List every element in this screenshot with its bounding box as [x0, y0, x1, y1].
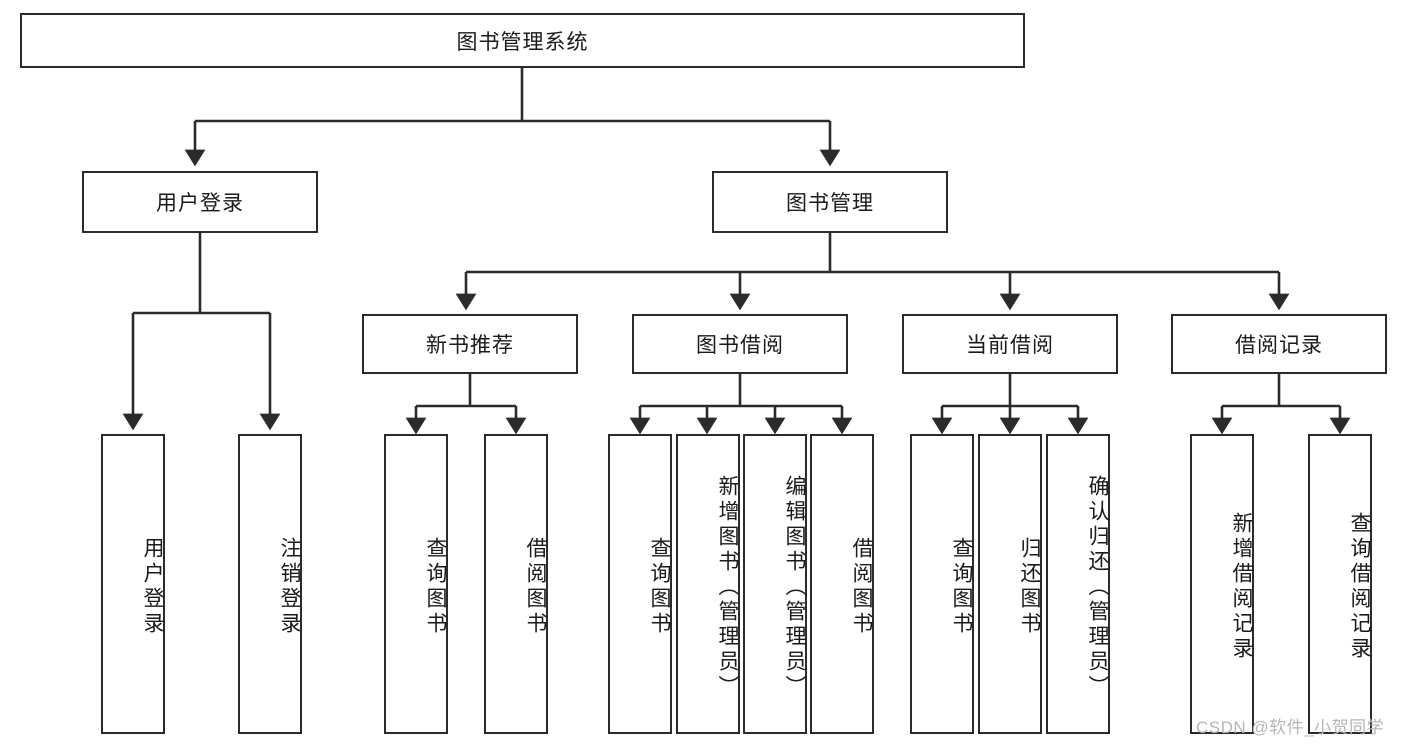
node-book-borrow[interactable]: 图书借阅: [632, 314, 848, 374]
leaf-label: 编辑图书（管理员）: [783, 474, 806, 700]
leaf-label: 用户登录: [141, 537, 164, 637]
leaf-label: 归还图书: [1018, 537, 1041, 637]
leaf-borrow-edit-book-admin[interactable]: 编辑图书（管理员）: [743, 434, 807, 734]
leaf-label: 借阅图书: [524, 537, 547, 637]
node-borrow-records[interactable]: 借阅记录: [1171, 314, 1387, 374]
leaf-current-query-book[interactable]: 查询图书: [910, 434, 974, 734]
node-current-borrow[interactable]: 当前借阅: [902, 314, 1118, 374]
node-new-book-recommend-label: 新书推荐: [426, 334, 514, 357]
leaf-current-confirm-return-admin[interactable]: 确认归还（管理员）: [1046, 434, 1110, 734]
node-book-borrow-label: 图书借阅: [696, 334, 784, 357]
leaf-label: 查询图书: [648, 537, 671, 637]
leaf-user-login-signout[interactable]: 注销登录: [238, 434, 302, 734]
csdn-watermark: CSDN @软件_小贺同学: [1196, 718, 1385, 737]
leaf-label: 确认归还（管理员）: [1086, 474, 1109, 700]
node-current-borrow-label: 当前借阅: [966, 334, 1054, 357]
leaf-user-login-signin[interactable]: 用户登录: [101, 434, 165, 734]
leaf-label: 查询图书: [950, 537, 973, 637]
leaf-label: 借阅图书: [850, 537, 873, 637]
node-new-book-recommend[interactable]: 新书推荐: [362, 314, 578, 374]
node-user-login[interactable]: 用户登录: [82, 171, 318, 233]
leaf-records-add-record[interactable]: 新增借阅记录: [1190, 434, 1254, 734]
node-root[interactable]: 图书管理系统: [20, 13, 1025, 68]
leaf-borrow-add-book-admin[interactable]: 新增图书（管理员）: [676, 434, 740, 734]
leaf-borrow-query-book[interactable]: 查询图书: [608, 434, 672, 734]
leaf-label: 查询图书: [424, 537, 447, 637]
node-root-label: 图书管理系统: [456, 30, 589, 54]
leaf-recommend-borrow-book[interactable]: 借阅图书: [484, 434, 548, 734]
leaf-label: 新增借阅记录: [1230, 512, 1253, 662]
leaf-recommend-query-book[interactable]: 查询图书: [384, 434, 448, 734]
leaf-label: 查询借阅记录: [1348, 512, 1371, 662]
node-user-login-label: 用户登录: [156, 192, 244, 215]
leaf-borrow-borrow-book[interactable]: 借阅图书: [810, 434, 874, 734]
leaf-label: 注销登录: [278, 537, 301, 637]
node-borrow-records-label: 借阅记录: [1235, 334, 1323, 357]
leaf-records-query-record[interactable]: 查询借阅记录: [1308, 434, 1372, 734]
node-book-management[interactable]: 图书管理: [712, 171, 948, 233]
node-book-management-label: 图书管理: [786, 192, 874, 215]
leaf-label: 新增图书（管理员）: [716, 474, 739, 700]
leaf-current-return-book[interactable]: 归还图书: [978, 434, 1042, 734]
